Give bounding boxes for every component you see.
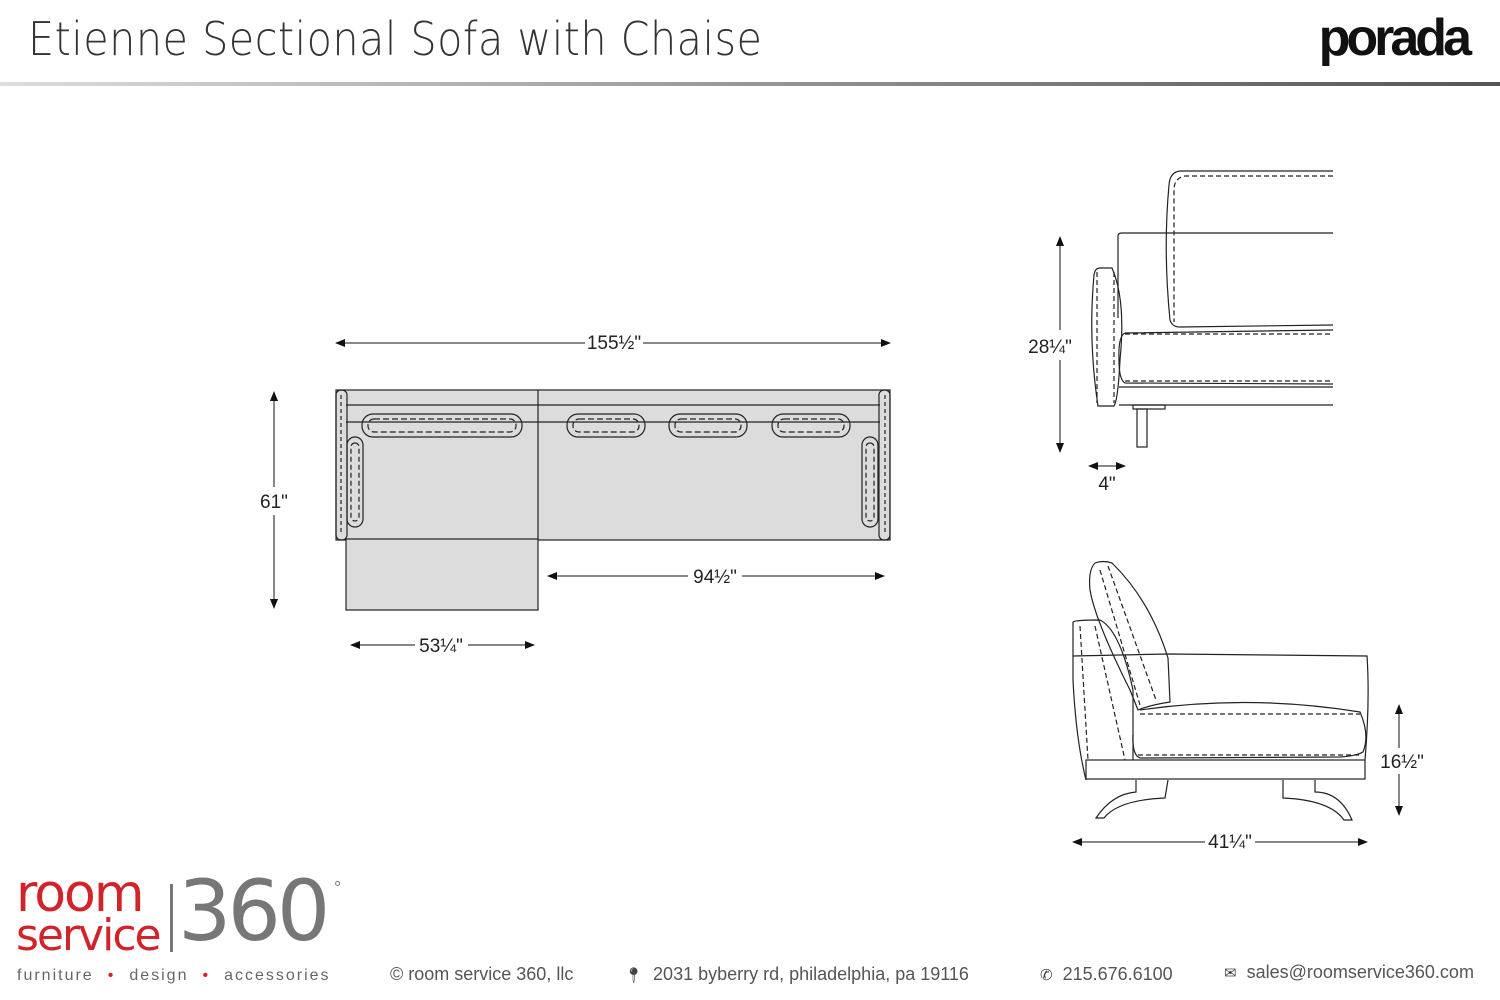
copyright: © room service 360, llc: [390, 964, 574, 984]
side-depth-label: 41¼": [1208, 832, 1252, 853]
seat-height-label: 16½": [1380, 752, 1424, 773]
phone-icon: ✆: [1040, 967, 1053, 984]
side-view: [1072, 560, 1369, 821]
dot-separator: •: [107, 967, 116, 984]
sofa-width-label: 94½": [693, 567, 737, 588]
logo-service-text: service: [16, 910, 162, 961]
page-title: Etienne Sectional Sofa with Chaise: [28, 12, 763, 66]
chaise-width-label: 53¼": [419, 636, 463, 657]
email: ✉ sales@roomservice360.com: [1224, 962, 1474, 983]
back-cushion: [566, 413, 851, 438]
address-text: 2031 byberry rd, philadelphia, pa 19116: [653, 964, 969, 984]
front-view: [1091, 170, 1334, 448]
leg-inset-label: 4": [1098, 474, 1115, 495]
phone-text[interactable]: 215.676.6100: [1062, 964, 1173, 984]
tagline-item: design: [129, 967, 189, 984]
brand-logo: porada: [1318, 9, 1472, 67]
plan-view: [335, 389, 891, 611]
logo-360-text: 360: [178, 862, 330, 960]
tagline-item: furniture: [17, 967, 94, 984]
tagline-item: accessories: [224, 967, 331, 984]
height-label: 28¼": [1028, 337, 1072, 358]
tagline: furniture • design • accessories: [17, 967, 331, 985]
map-pin-icon: 📍︎: [624, 967, 644, 984]
plan-dimensions: 155½" 61" 94½" 53¼": [260, 333, 891, 657]
logo-degree: °: [334, 878, 342, 898]
overall-width-label: 155½": [587, 333, 641, 354]
logo-divider: [170, 884, 173, 952]
email-link[interactable]: sales@roomservice360.com: [1246, 962, 1474, 982]
front-dimensions: 28¼" 4": [1028, 236, 1126, 495]
header-divider: [0, 82, 1500, 86]
side-dimensions: 16½" 41¼": [1072, 704, 1424, 853]
envelope-icon: ✉: [1224, 965, 1237, 982]
logo-room-text: room: [16, 864, 145, 924]
depth-label: 61": [260, 492, 288, 513]
address: 📍︎ 2031 byberry rd, philadelphia, pa 1911…: [624, 964, 969, 985]
phone: ✆ 215.676.6100: [1040, 964, 1173, 985]
dot-separator: •: [202, 967, 211, 984]
